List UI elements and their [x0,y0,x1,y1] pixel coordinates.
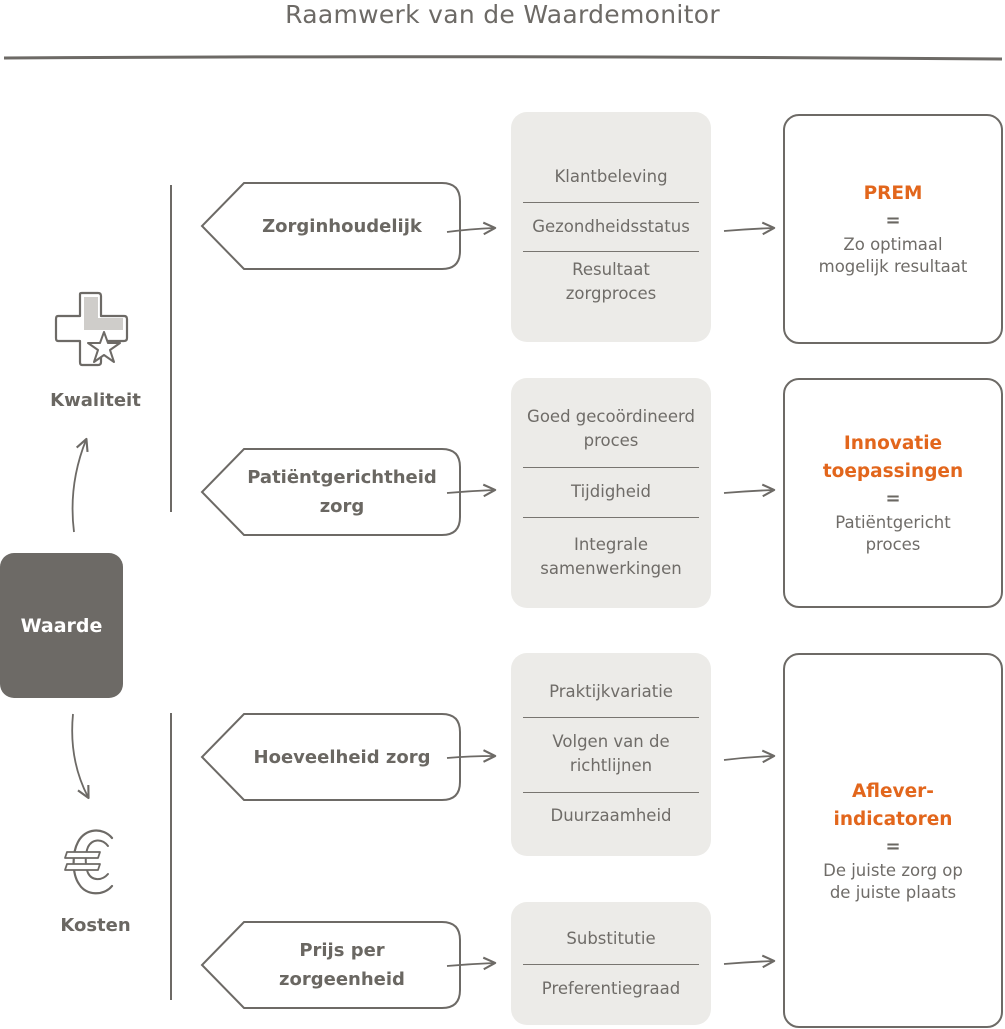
category-4-line-1: Prijs per [299,940,385,961]
kwaliteit-label: Kwaliteit [50,390,141,411]
arrow-to-kosten [71,713,90,800]
category-shape-2 [200,448,461,536]
category-label-3: Hoeveelheid zorg [253,746,431,768]
euro-icon [64,829,114,895]
list-item: Praktijkvariatie [549,682,673,701]
arrow-cat2-box2 [446,483,497,498]
waarde-label: Waarde [20,614,103,637]
result-eq-2: = [885,488,901,509]
indicator-box-1: Klantbeleving Gezondheidsstatus Resultaa… [511,112,711,342]
category-label-1: Zorginhoudelijk [262,215,422,237]
category-4-line-2: zorgeenheid [279,969,405,990]
arrow-box2-res2 [723,483,776,498]
arrow-to-kwaliteit [71,437,89,533]
arrow-cat1-box1 [446,221,497,236]
result-title-1: PREM [863,183,923,204]
result-title-3: Aflever-indicatoren [833,780,953,830]
category-shape-4 [200,921,461,1009]
arrow-cat4-box4 [446,956,497,971]
title-divider [3,55,1003,61]
cross-star-icon [54,291,129,367]
category-shape-1 [200,182,461,270]
waarde-block: Waarde [0,553,123,698]
category-label-2: Patiëntgerichtheid zorg [222,449,462,535]
list-item: Duurzaamheid [550,806,672,825]
category-shape-3 [200,713,461,801]
result-eq-1: = [885,210,901,231]
list-item: Substitutie [566,929,656,948]
page-title: Raamwerk van de Waardemonitor [285,0,720,29]
category-label-4: Prijs per zorgeenheid [222,922,462,1008]
arrow-box3-res3 [723,749,776,764]
indicator-box-4: Substitutie Preferentiegraad [511,902,711,1025]
arrow-box1-res1 [723,221,776,236]
result-eq-3: = [885,835,901,857]
list-item: Tijdigheid [571,482,651,501]
category-2-line-2: zorg [319,496,365,517]
list-item: Gezondheidsstatus [532,217,690,236]
kosten-label: Kosten [60,915,131,936]
list-item: Preferentiegraad [541,979,681,998]
arrow-box4-res3 [723,954,776,969]
arrow-cat3-box3 [446,749,497,763]
list-item: Klantbeleving [554,167,668,186]
category-2-line-1: Patiëntgerichtheid [247,467,437,488]
